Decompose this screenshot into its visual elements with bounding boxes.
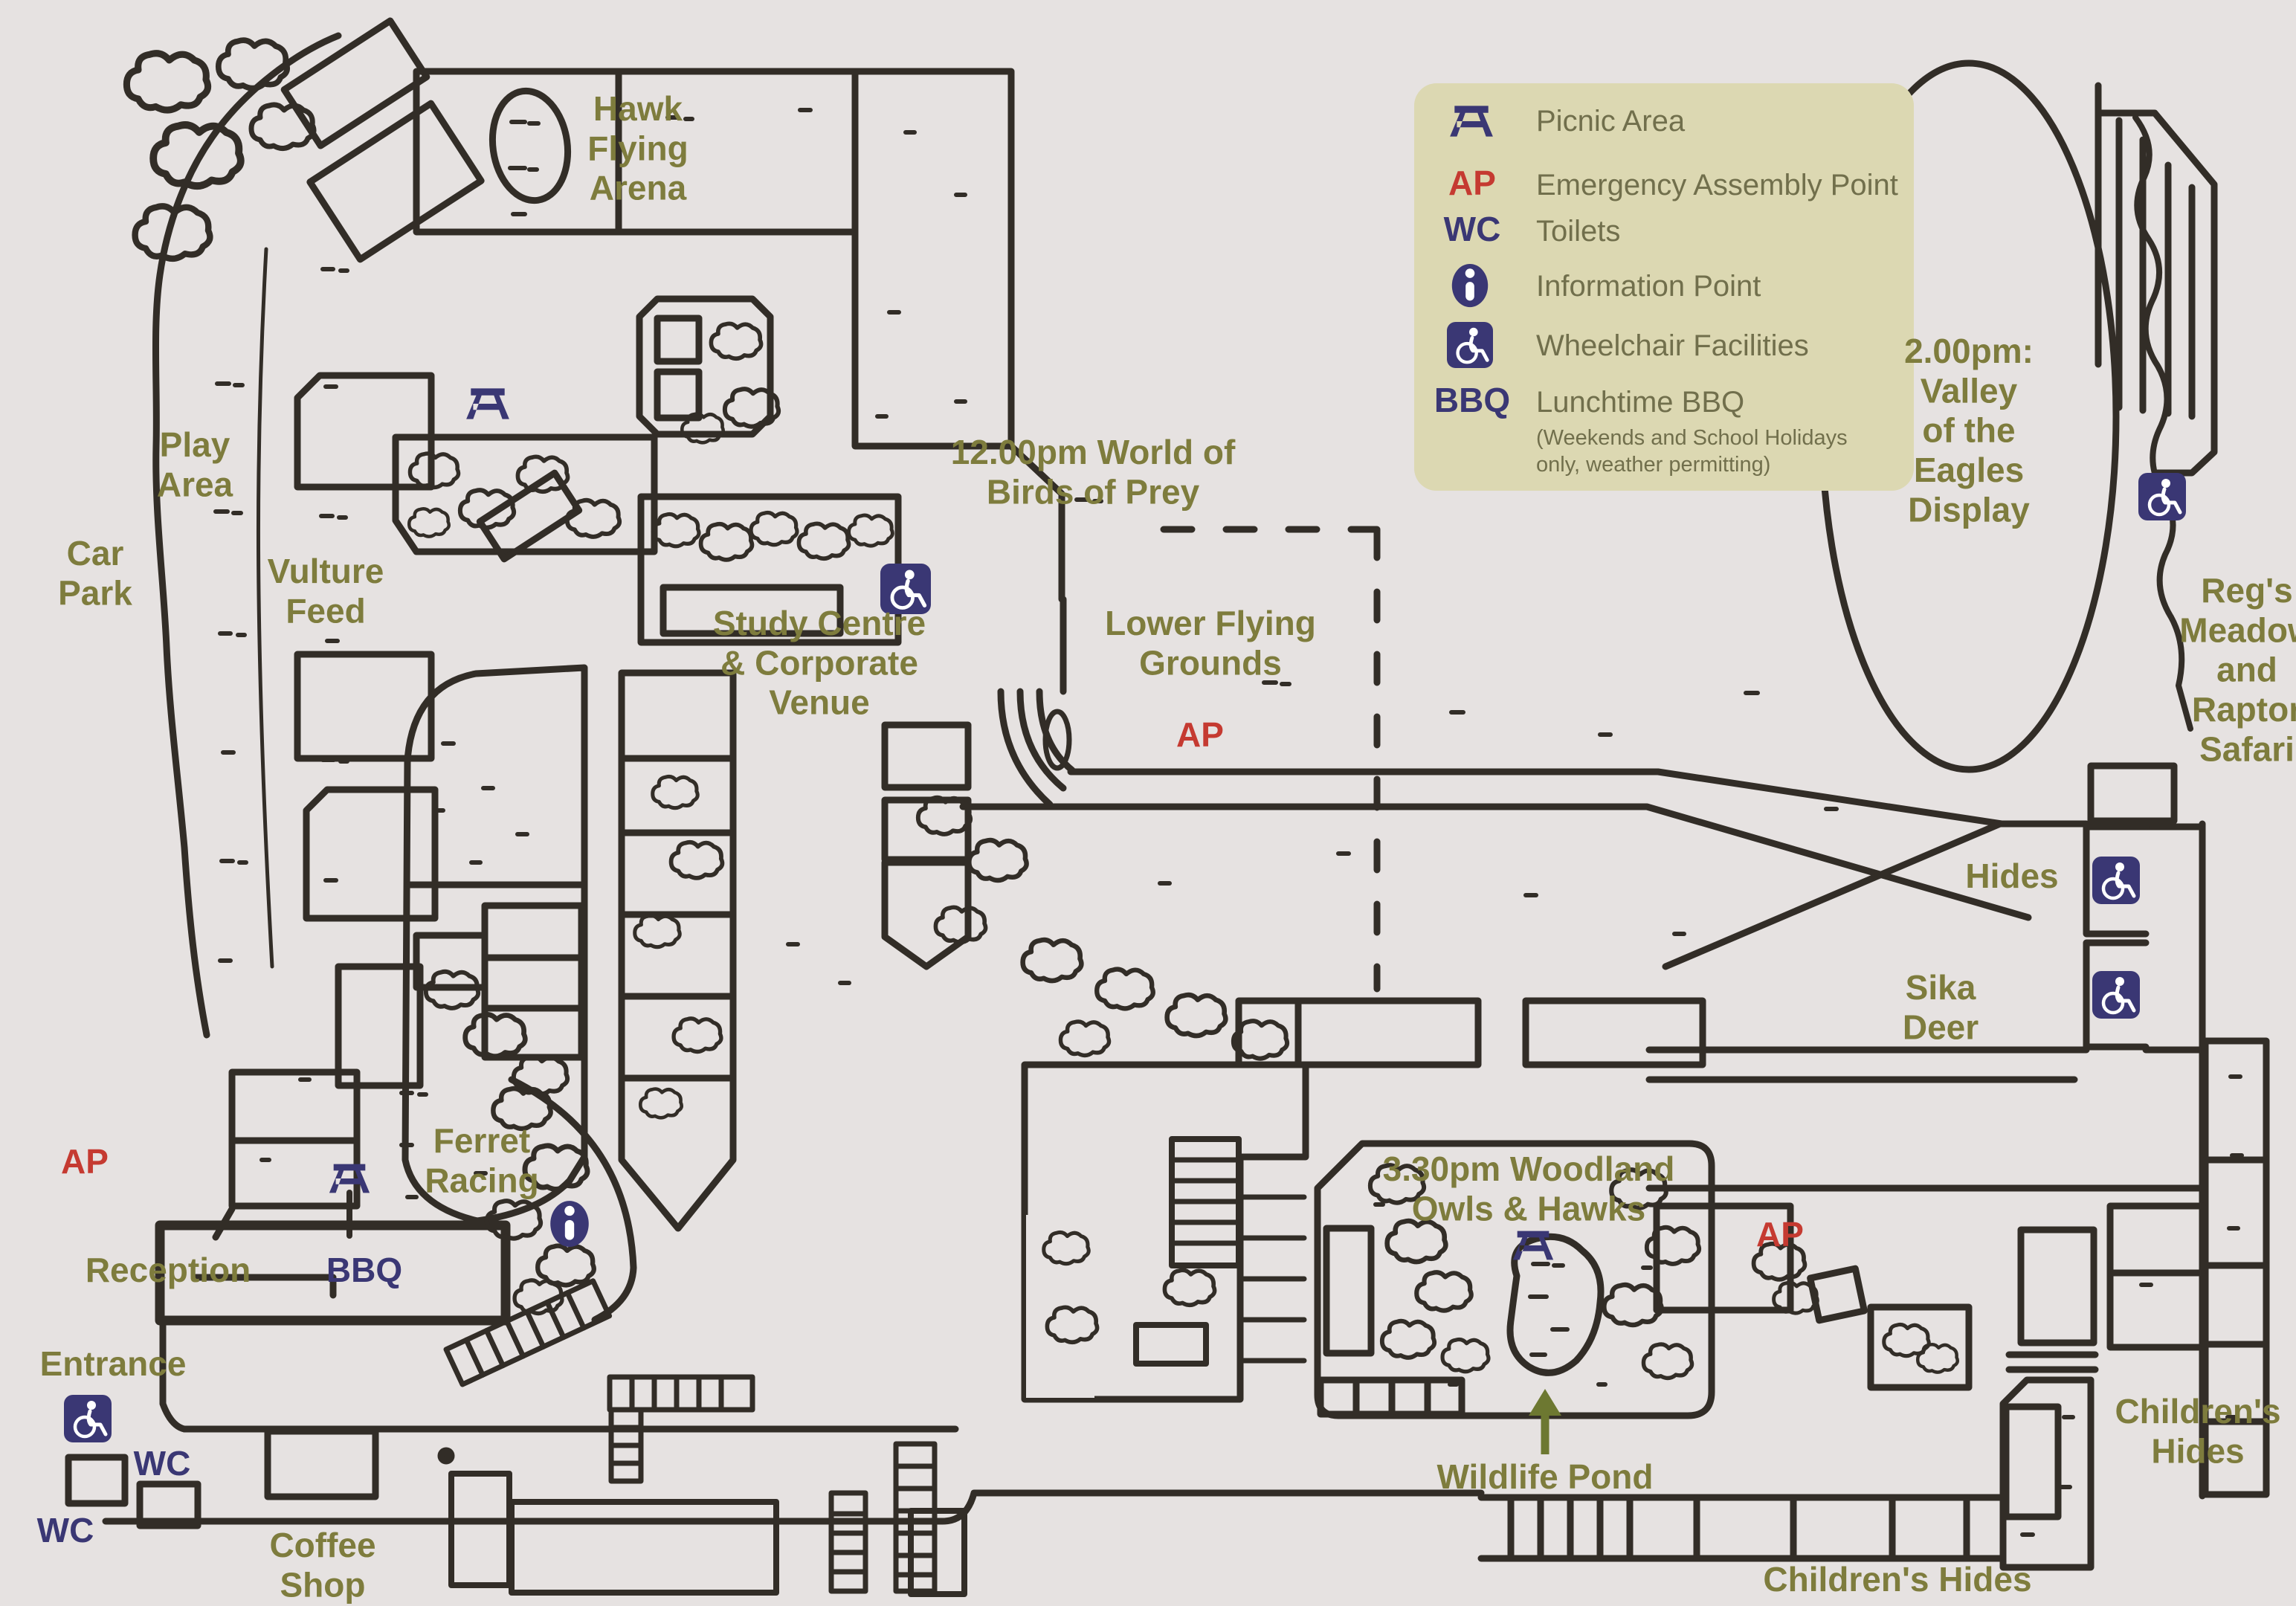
childrens-hides-bottom-cells	[1477, 1494, 2005, 1562]
raptor-safari-stand	[2095, 82, 2218, 477]
northwest-pens	[280, 17, 485, 263]
legend-picnic: Picnic Area	[1450, 105, 1686, 138]
legend-ap-key: AP	[1448, 164, 1496, 202]
legend-wheelchair-label: Wheelchair Facilities	[1536, 329, 1809, 362]
label-ap-entrance: AP	[61, 1142, 109, 1181]
boardwalk-steps	[443, 1157, 1307, 1594]
legend-wc-label: Toilets	[1536, 215, 1620, 248]
label-wc-1: WC	[134, 1444, 191, 1483]
label-wc-2: WC	[37, 1511, 94, 1549]
label-hides: Hides	[1965, 857, 2058, 895]
legend-wheelchair-icon	[1447, 322, 1493, 368]
legend-bbq-key: BBQ	[1434, 381, 1510, 419]
courtyard-area	[636, 295, 778, 442]
legend-wheelchair: Wheelchair Facilities	[1447, 322, 1809, 368]
label-entrance: Entrance	[40, 1344, 187, 1383]
walkway-paths	[959, 596, 2032, 936]
label-bbq: BBQ	[326, 1251, 402, 1289]
legend-bbq-note-0: (Weekends and School Holidays	[1536, 426, 1848, 450]
label-reception: Reception	[86, 1251, 251, 1289]
label-ap-lower-grounds: AP	[1176, 715, 1224, 754]
flying-grounds-dashed-boundary	[1160, 526, 1381, 993]
mid-right-pens	[1235, 997, 1706, 1068]
legend-wc: WC Toilets	[1444, 210, 1621, 248]
picnic-grove	[392, 433, 658, 563]
label-ap-woodland: AP	[1756, 1215, 1804, 1254]
legend-info-icon	[1451, 263, 1489, 308]
legend-ap: AP Emergency Assembly Point	[1448, 164, 1898, 202]
wheelchair-icon-sika-deer	[2092, 971, 2140, 1019]
wheelchair-icon-hides	[2092, 857, 2140, 904]
vulture-feed-pens	[259, 372, 439, 1162]
legend-info-label: Information Point	[1536, 270, 1761, 303]
wheelchair-icon-raptor-safari	[2138, 473, 2186, 520]
bottom-walkway	[65, 1425, 1485, 1529]
childrens-hides-right-structures	[1999, 1226, 2099, 1571]
legend-ap-label: Emergency Assembly Point	[1536, 169, 1898, 201]
label-childrens-hides-bottom: Children's Hides	[1763, 1560, 2031, 1599]
label-regs-meadow: Reg'sMeadowandRaptorSafari	[2179, 571, 2296, 768]
hides-sika-structures	[1645, 762, 2270, 1500]
legend-box	[1414, 83, 1914, 491]
legend-bbq-label: Lunchtime BBQ	[1536, 386, 1744, 419]
car-park-area	[152, 32, 349, 1039]
info-icon	[550, 1201, 589, 1247]
wheelchair-icon-entrance	[64, 1395, 112, 1442]
legend-bbq: BBQ Lunchtime BBQ (Weekends and School Hol…	[1434, 381, 1848, 477]
ferret-racing-area	[402, 664, 588, 1225]
woodland-owls-area	[1314, 1140, 1715, 1419]
central-aviary-column	[618, 669, 737, 1232]
ap-woodland-cluster	[1754, 1244, 1973, 1391]
wildlife-pond-arrow	[1529, 1389, 1561, 1454]
label-wildlife-pond: Wildlife Pond	[1437, 1457, 1654, 1496]
legend-bbq-note-1: only, weather permitting)	[1536, 453, 1770, 477]
legend-info: Information Point	[1451, 263, 1761, 308]
legend-picnic-label: Picnic Area	[1536, 105, 1686, 138]
legend-wc-key: WC	[1444, 210, 1501, 248]
hawk-flying-arena-area	[413, 68, 1103, 603]
